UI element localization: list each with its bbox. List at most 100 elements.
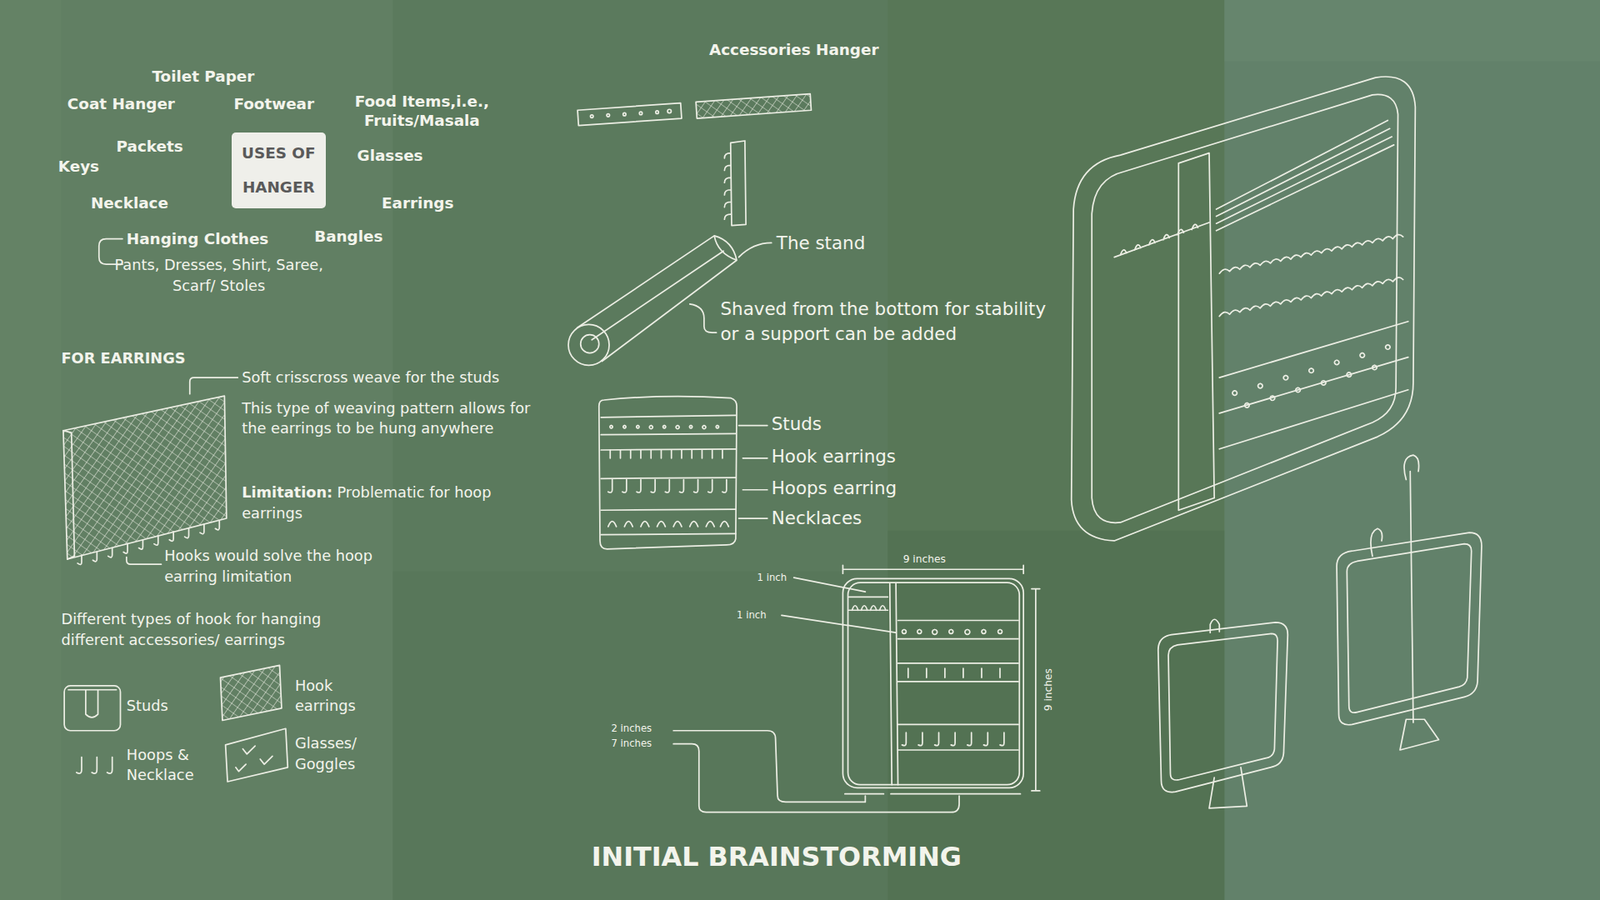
note-text: Coat Hanger [67,95,175,115]
note-text: FOR EARRINGS [60,349,185,368]
dimension-line [842,565,1040,794]
note-text: 1 inch [757,571,787,585]
rack-divider [1178,153,1215,511]
leader-line [690,304,717,333]
leader-line [673,744,960,813]
photo-shade [1224,0,1600,61]
hook-ticks [610,450,723,459]
stud-hole [623,112,626,115]
note-text: Necklaces [771,507,863,530]
hanging-frame [1158,622,1289,793]
note-text: Hoops earring [771,477,897,500]
note-text: Studs [126,696,169,715]
weave-strip [695,94,811,119]
dimension-sketch [842,578,1024,788]
sketch-lines [63,76,1482,813]
note-text: Necklace [90,194,169,214]
leader-line [126,557,162,565]
photo-shade [0,0,61,900]
note-text: Soft crisscross weave for the studs [241,368,500,387]
stud-hole [667,109,671,113]
stud-strip [577,103,682,126]
hook-earrings-icon [220,665,281,720]
leader-line [190,377,239,395]
note-text: Studs [771,413,822,436]
rack-wavy-row [1219,235,1403,275]
note-text: Shaved from the bottom for stability or … [720,296,1047,346]
note-text: Toilet Paper [151,67,255,87]
leader-line [781,577,896,633]
note-text: Earrings [381,194,454,214]
note-text: Food Items,i.e., Fruits/Masala [327,91,517,131]
note-text: 9 inches [1042,668,1055,711]
studs-icon-detail [68,690,117,718]
sketch-holes [902,630,1003,635]
note-text: Accessories Hanger [709,40,880,60]
rack-left-hooks [1114,222,1210,258]
rack-holes [1232,345,1390,408]
hanging-frame [1336,532,1482,725]
rack-rods [1216,120,1395,230]
rack-wavy-row [1219,277,1403,317]
stud-hole [590,115,593,118]
note-text: Pants, Dresses, Shirt, Saree, Scarf/ Sto… [114,255,324,296]
note-text: Glasses [357,146,424,166]
note-text: Hook earrings [771,445,896,469]
leader-line [739,425,768,519]
note-text: Limitation: [241,484,333,501]
stud-hole [655,110,659,114]
stud-dots [610,425,720,430]
note-text: Different types of hook for hanging diff… [60,609,388,650]
sheet-title: INITIAL BRAINSTORMING [591,840,962,875]
weave-panel [63,395,227,560]
note-text: Glasses/ Goggles [295,733,377,775]
sketch-rows [898,620,1019,750]
note-text: Footwear [233,95,315,115]
necklace-loops [608,521,729,527]
frame-foot [1209,767,1247,809]
note-text: 2 inches [610,722,652,735]
leader-line [673,730,865,803]
stand-tube [577,235,737,362]
sketch-divider [890,583,899,785]
limitation-note: Limitation:Problematic for hoop earrings [241,482,548,524]
note-text: Keys [58,157,100,177]
photo-panel [1224,0,1600,900]
frame-hook [1210,619,1220,633]
hook-comb [724,140,746,226]
dimension-sketch-edge [848,582,1020,785]
note-text: 7 inches [610,737,652,750]
photo-panel [0,0,393,900]
note-text: This type of weaving pattern allows for … [241,398,559,440]
box-label: USES OF HANGER [238,136,320,205]
weave-panel-edge [63,430,75,560]
panel-rows [600,415,736,535]
note-text: The stand [776,232,865,255]
stand-end [568,324,610,365]
hoop-ticks [608,480,727,494]
rack-frame [1071,76,1416,541]
note-text: 1 inch [736,609,766,622]
note-text: 9 inches [903,553,946,566]
note-text: Hoops & Necklace [126,745,209,786]
stud-cell [849,596,889,610]
photo-panel [887,0,1225,900]
uses-box: USES OF HANGER [231,132,326,209]
glasses-icon [225,728,289,782]
panel-sketch [599,396,737,550]
sketch-ticks [901,668,1004,746]
note-text: Hook earrings [295,675,377,717]
stud-hole [606,114,610,117]
note-text: Packets [116,137,184,157]
note-text: Hanging Clothes [126,230,269,250]
stud-hole [639,111,642,115]
studs-icon [64,685,120,731]
stand-end [580,335,600,354]
frame-rod [1370,455,1420,723]
note-text: Bangles [314,227,383,247]
rack-stud-band [1219,321,1409,450]
leader-line [739,242,772,257]
frame-base [1400,719,1440,750]
